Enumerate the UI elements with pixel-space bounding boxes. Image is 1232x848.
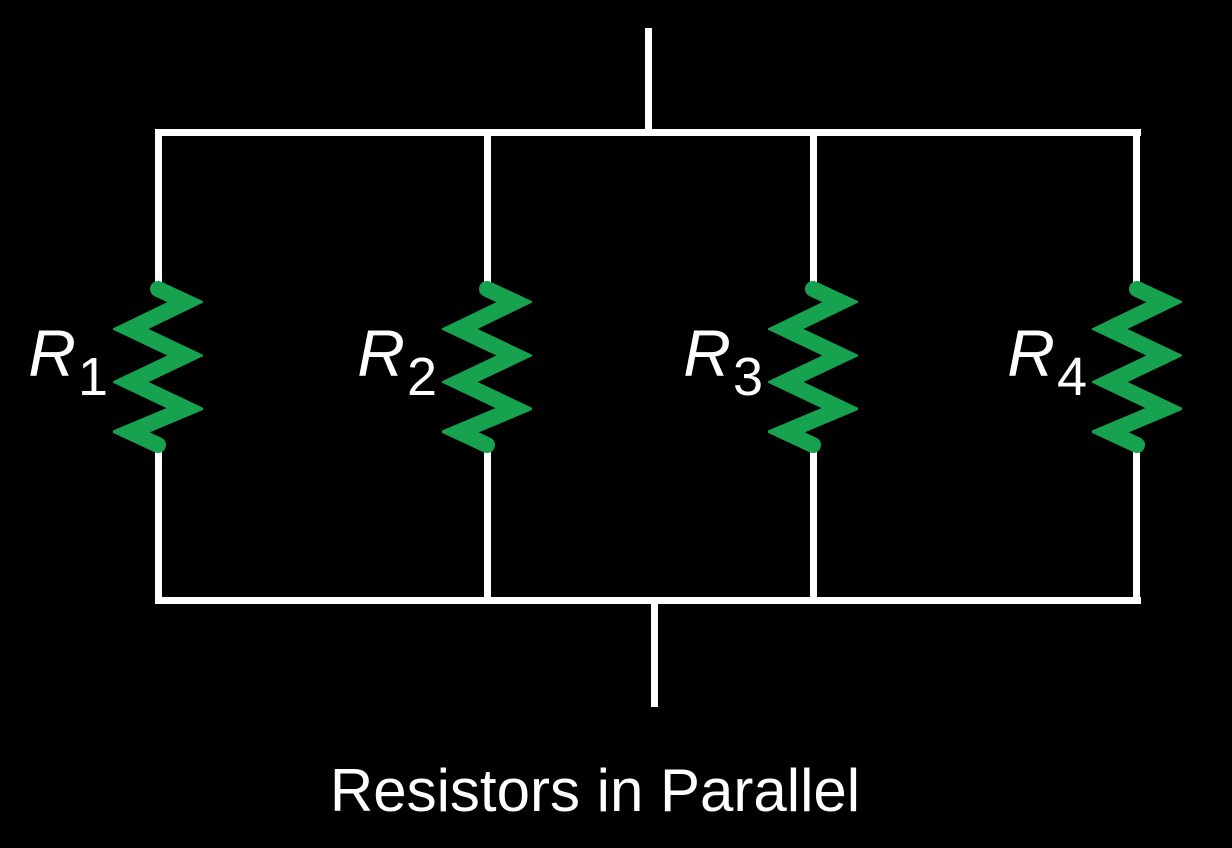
branch-4-bottom-wire xyxy=(1133,441,1140,604)
bottom-terminal-wire xyxy=(651,600,658,707)
resistor-1-symbol: R xyxy=(28,316,76,390)
top-terminal-wire xyxy=(645,28,652,136)
resistor-2-zigzag-icon xyxy=(442,281,532,453)
branch-1-bottom-wire xyxy=(155,441,162,604)
resistor-3-zigzag-icon xyxy=(768,281,858,453)
resistor-1-zigzag-icon xyxy=(113,281,203,453)
resistor-2-subscript: 2 xyxy=(406,347,437,407)
branch-3-top-wire xyxy=(810,129,817,295)
branch-1-top-wire xyxy=(155,129,162,295)
resistor-4-symbol: R xyxy=(1007,316,1055,390)
branch-2-bottom-wire xyxy=(484,441,491,604)
branch-4-top-wire xyxy=(1133,129,1140,295)
bottom-bus-wire xyxy=(155,597,1141,604)
resistor-4-zigzag-icon xyxy=(1092,281,1182,453)
resistor-3-symbol: R xyxy=(683,316,731,390)
branch-2-top-wire xyxy=(484,129,491,295)
diagram-title: Resistors in Parallel xyxy=(329,757,861,824)
top-bus-wire xyxy=(155,129,1141,136)
resistor-1-subscript: 1 xyxy=(77,347,108,407)
branch-3-bottom-wire xyxy=(810,441,817,604)
resistor-4-subscript: 4 xyxy=(1056,347,1087,407)
resistor-2-symbol: R xyxy=(357,316,405,390)
resistor-3-subscript: 3 xyxy=(732,347,763,407)
